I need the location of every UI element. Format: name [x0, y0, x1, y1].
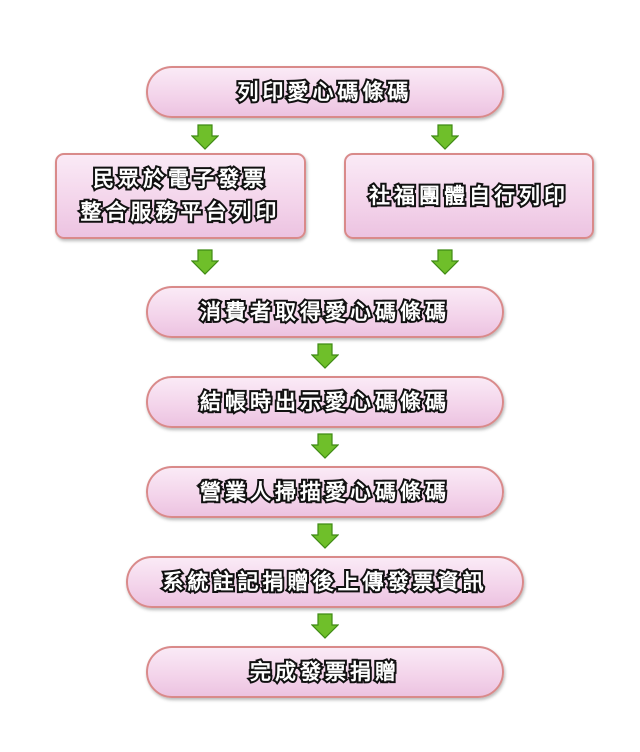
- step-public-print-label: 民眾於電子發票 整合服務平台列印: [79, 165, 281, 226]
- step-staff-scan: 營業人掃描愛心碼條碼: [146, 466, 504, 518]
- arrow-down-icon: [311, 613, 339, 639]
- step-print-barcode: 列印愛心碼條碼: [146, 66, 504, 118]
- step-system-upload-label: 系統註記捐贈後上傳發票資訊: [161, 568, 488, 596]
- step-charity-print-label: 社福團體自行列印: [367, 182, 569, 210]
- arrow-down-icon: [191, 249, 219, 275]
- step-complete: 完成發票捐贈: [146, 646, 504, 698]
- arrow-down-icon: [311, 523, 339, 549]
- arrow-down-icon: [311, 433, 339, 459]
- step-show-at-checkout-label: 結帳時出示愛心碼條碼: [198, 388, 450, 416]
- arrow-down-icon: [311, 343, 339, 369]
- step-consumer-gets-label: 消費者取得愛心碼條碼: [198, 298, 450, 326]
- arrow-down-icon: [191, 124, 219, 150]
- step-complete-label: 完成發票捐贈: [248, 658, 400, 686]
- step-public-print: 民眾於電子發票 整合服務平台列印: [55, 153, 306, 239]
- step-charity-print: 社福團體自行列印: [344, 153, 594, 239]
- step-staff-scan-label: 營業人掃描愛心碼條碼: [198, 478, 450, 506]
- arrow-down-icon: [431, 124, 459, 150]
- step-system-upload: 系統註記捐贈後上傳發票資訊: [126, 556, 524, 608]
- step-consumer-gets: 消費者取得愛心碼條碼: [146, 286, 504, 338]
- arrow-down-icon: [431, 249, 459, 275]
- step-show-at-checkout: 結帳時出示愛心碼條碼: [146, 376, 504, 428]
- step-print-barcode-label: 列印愛心碼條碼: [236, 78, 413, 106]
